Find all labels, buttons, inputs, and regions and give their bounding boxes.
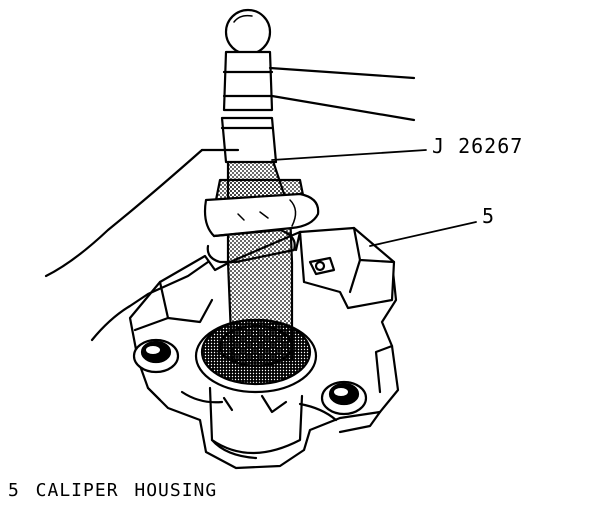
hand (44, 148, 320, 342)
hammer (222, 8, 416, 122)
tool-label: J 26267 (432, 134, 524, 158)
leader-lines (271, 149, 477, 247)
figure-caption: 5 CALIPER HOUSING (8, 480, 218, 501)
item-number-label: 5 (482, 204, 495, 228)
